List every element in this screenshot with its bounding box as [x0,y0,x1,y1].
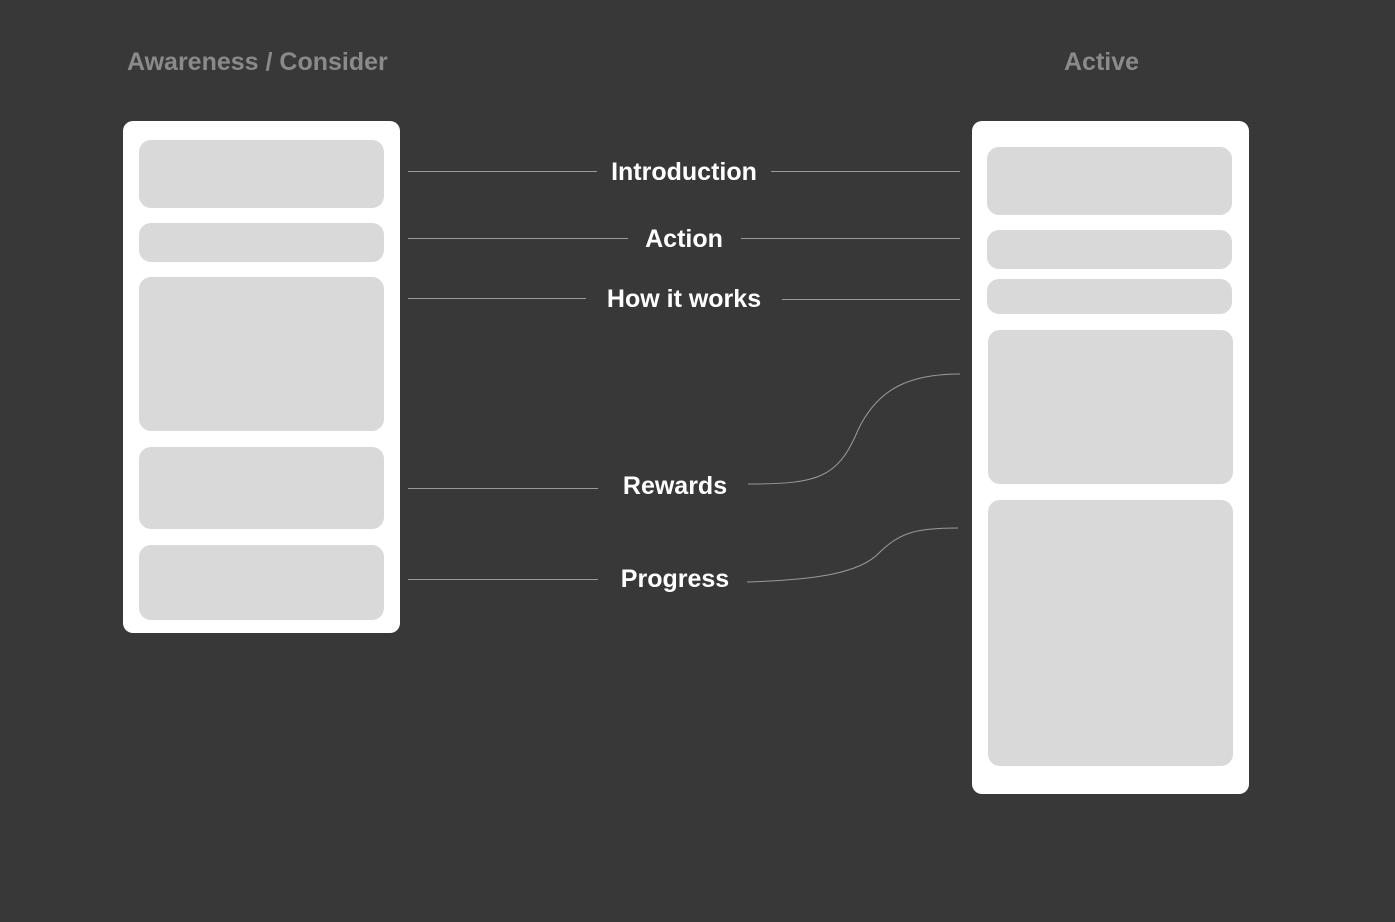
how-it-works-block [139,277,384,431]
introduction-block [987,147,1232,215]
progress-connector-curve [746,527,959,583]
awareness-consider-title: Awareness / Consider [127,48,388,76]
action-block [139,223,384,262]
action-label: Action [645,225,723,253]
rewards-block [139,447,384,529]
rewards-connector-curve [747,373,961,485]
rewards-block [988,330,1233,484]
active-phone-mockup [972,121,1249,794]
how-it-works-block [987,279,1232,314]
how-it-works-label: How it works [606,285,762,313]
progress-label: Progress [620,565,730,593]
progress-block [988,500,1233,766]
rewards-label: Rewards [622,472,728,500]
introduction-label: Introduction [611,158,757,186]
progress-block [139,545,384,620]
action-block [987,230,1232,269]
introduction-block [139,140,384,208]
active-title: Active [1064,48,1140,76]
awareness-phone-mockup [123,121,400,633]
